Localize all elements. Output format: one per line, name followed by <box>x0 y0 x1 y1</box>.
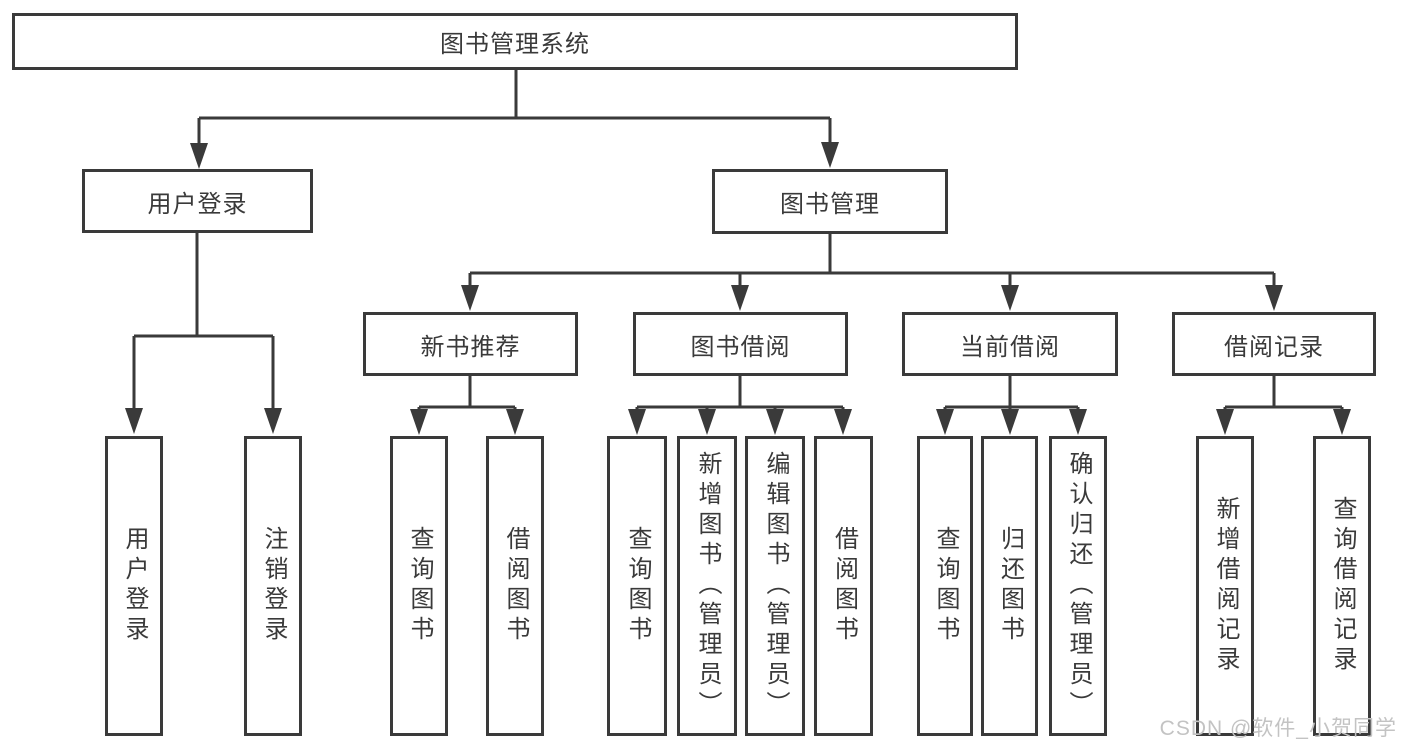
leaf-add-borrow-record: 新增借阅记录 <box>1196 436 1254 736</box>
leaf-borrow-books-recommend: 借阅图书 <box>486 436 544 736</box>
csdn-watermark: CSDN @软件_小贺同学 <box>1159 717 1397 740</box>
leaf-confirm-return-admin: 确认归还（管理员） <box>1049 436 1107 736</box>
leaf-query-borrow-record-label: 查询借阅记录 <box>1329 496 1356 676</box>
leaf-add-borrow-record-label: 新增借阅记录 <box>1212 496 1239 676</box>
node-user-login-label: 用户登录 <box>147 190 248 218</box>
leaf-query-books-current: 查询图书 <box>917 436 973 736</box>
node-book-borrow: 图书借阅 <box>633 312 848 376</box>
leaf-user-login-label: 用户登录 <box>121 526 148 646</box>
leaf-return-books: 归还图书 <box>981 436 1038 736</box>
node-new-book-recommend-label: 新书推荐 <box>420 333 521 361</box>
leaf-add-book-admin: 新增图书（管理员） <box>677 436 737 736</box>
leaf-query-books-recommend: 查询图书 <box>390 436 448 736</box>
node-new-book-recommend: 新书推荐 <box>363 312 578 376</box>
node-borrow-records-label: 借阅记录 <box>1224 333 1324 361</box>
leaf-user-login: 用户登录 <box>105 436 163 736</box>
node-book-management: 图书管理 <box>712 169 948 234</box>
node-current-borrow-label: 当前借阅 <box>960 333 1060 361</box>
node-user-login: 用户登录 <box>82 169 313 233</box>
node-book-management-label: 图书管理 <box>780 191 880 218</box>
leaf-borrow-books: 借阅图书 <box>814 436 873 736</box>
leaf-query-books-borrow: 查询图书 <box>607 436 667 736</box>
leaf-borrow-books-recommend-label: 借阅图书 <box>502 526 529 646</box>
leaf-logout-label: 注销登录 <box>260 526 287 646</box>
node-library-system-label: 图书管理系统 <box>440 31 590 58</box>
leaf-add-book-admin-label: 新增图书（管理员） <box>694 451 721 721</box>
leaf-edit-book-admin: 编辑图书（管理员） <box>745 436 805 736</box>
leaf-query-books-borrow-label: 查询图书 <box>624 526 651 646</box>
node-library-system: 图书管理系统 <box>12 13 1018 70</box>
node-borrow-records: 借阅记录 <box>1172 312 1376 376</box>
leaf-query-books-current-label: 查询图书 <box>932 526 959 646</box>
leaf-borrow-books-label: 借阅图书 <box>830 526 858 646</box>
arrowheads <box>125 142 1351 435</box>
node-current-borrow: 当前借阅 <box>902 312 1118 376</box>
leaf-query-borrow-record: 查询借阅记录 <box>1313 436 1371 736</box>
node-book-borrow-label: 图书借阅 <box>690 333 791 361</box>
leaf-edit-book-admin-label: 编辑图书（管理员） <box>762 451 789 721</box>
leaf-logout: 注销登录 <box>244 436 302 736</box>
leaf-return-books-label: 归还图书 <box>996 526 1024 646</box>
leaf-query-books-recommend-label: 查询图书 <box>406 526 433 646</box>
leaf-confirm-return-admin-label: 确认归还（管理员） <box>1065 451 1092 721</box>
